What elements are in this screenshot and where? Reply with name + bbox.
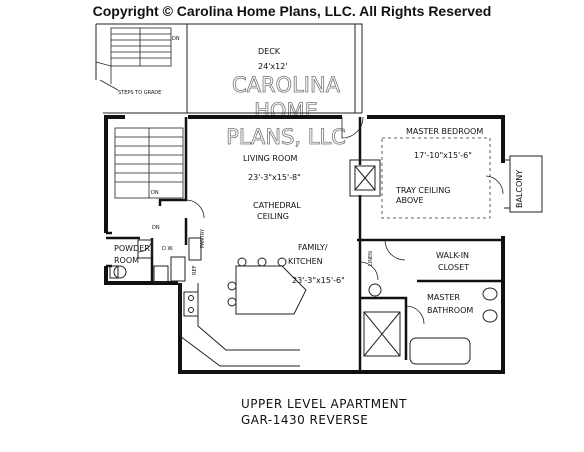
- deck-label: DECK: [258, 47, 281, 56]
- linen-label: LINEN: [368, 251, 374, 266]
- ref-label: REF: [192, 265, 198, 275]
- deck-dn-label: DN: [172, 36, 180, 42]
- master-bath-label-1: MASTER: [427, 293, 460, 302]
- family-dims: 23'-3"x15'-6": [292, 276, 345, 285]
- dw-label: D.W.: [162, 246, 174, 252]
- copyright-banner: Copyright © Carolina Home Plans, LLC. Al…: [92, 3, 492, 19]
- caption-line-1: UPPER LEVEL APARTMENT: [241, 397, 407, 411]
- master-bath-label-2: BATHROOM: [427, 306, 473, 315]
- deck-dims: 24'x12': [258, 62, 288, 71]
- powder-dn-label: DN: [152, 225, 160, 231]
- room-labels: DECK 24'x12' STEPS TO GRADE DN LIVING RO…: [114, 36, 524, 315]
- tray-ceiling-outline: [381, 137, 491, 219]
- deck-stairs: [95, 27, 172, 91]
- cathedral-label-2: CEILING: [257, 212, 289, 221]
- kitchen-counters: [153, 237, 300, 367]
- living-room-dims: 23'-3"x15'-8": [248, 173, 301, 182]
- kitchen-island: [227, 257, 307, 315]
- cathedral-label-1: CATHEDRAL: [253, 201, 301, 210]
- balcony-label: BALCONY: [515, 170, 524, 208]
- balcony: [504, 155, 543, 213]
- caption-line-2: GAR-1430 REVERSE: [241, 413, 369, 427]
- bath-fixtures: [363, 283, 498, 365]
- master-bedroom-dims: 17'-10"x15'-6": [414, 151, 472, 160]
- interior-stairs: [114, 127, 184, 199]
- powder-fixtures: [109, 239, 153, 279]
- watermark: CAROLINA HOME PLANS, LLC: [226, 73, 346, 150]
- tray-ceiling-label-2: ABOVE: [396, 196, 424, 205]
- living-room-label: LIVING ROOM: [243, 154, 298, 163]
- watermark-line-2: HOME: [254, 99, 318, 123]
- family-label-2: KITCHEN: [288, 257, 323, 266]
- tray-ceiling-label-1: TRAY CEILING: [395, 186, 450, 195]
- fireplace: [349, 159, 381, 197]
- stair-dn-label: DN: [151, 190, 159, 196]
- family-label-1: FAMILY/: [298, 243, 328, 252]
- pantry-label: PANTRY: [200, 228, 206, 248]
- deck-outline: [95, 23, 363, 114]
- walkin-label-2: CLOSET: [438, 263, 469, 272]
- powder-label-2: ROOM: [114, 256, 139, 265]
- door-swings: [137, 116, 504, 325]
- steps-to-grade-label: STEPS TO GRADE: [118, 90, 161, 96]
- master-bedroom-label: MASTER BEDROOM: [406, 127, 483, 136]
- walkin-label-1: WALK-IN: [436, 251, 469, 260]
- watermark-line-3: PLANS, LLC: [226, 125, 346, 149]
- powder-label-1: POWDER: [114, 244, 150, 253]
- watermark-line-1: CAROLINA: [232, 73, 341, 97]
